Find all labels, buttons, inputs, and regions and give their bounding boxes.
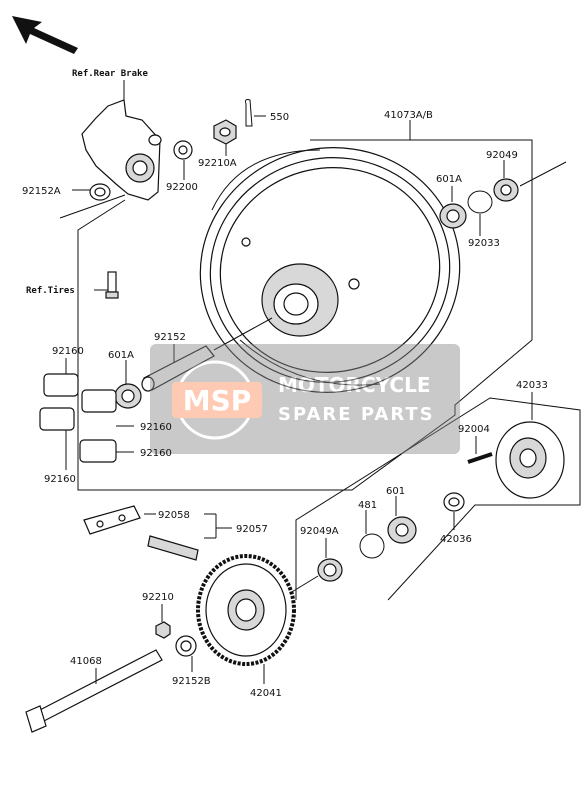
bearing-601 <box>387 516 417 544</box>
chain-adjuster-92058 <box>83 505 141 535</box>
part-label-42033: 42033 <box>516 380 548 391</box>
oil-seal-92049 <box>493 178 519 202</box>
part-label-92004: 92004 <box>458 424 490 435</box>
spacer-92152 <box>141 345 215 392</box>
washer-92200 <box>173 140 193 160</box>
collar-92152A <box>89 183 111 201</box>
part-label-92058: 92058 <box>158 510 190 521</box>
part-label-42036: 42036 <box>440 534 472 545</box>
stud-92004 <box>467 452 493 464</box>
part-label-92160-d: 92160 <box>44 474 76 485</box>
sprocket-42041 <box>196 554 296 666</box>
watermark-logo: MSP MOTORCYCLE SPARE PARTS <box>150 344 460 454</box>
leader-lines <box>65 80 533 684</box>
part-label-481: 481 <box>358 500 377 511</box>
watermark-logo-text: MSP <box>183 384 252 417</box>
nut-92210 <box>155 621 171 639</box>
part-label-92049: 92049 <box>486 150 518 161</box>
sprocket-coupling-42033 <box>495 421 565 499</box>
ref-tires-label: Ref.Tires <box>26 285 75 296</box>
axle-41068 <box>25 649 163 733</box>
part-label-92152: 92152 <box>154 332 186 343</box>
part-label-92152A: 92152A <box>22 186 61 197</box>
ref-rear-brake-label: Ref.Rear Brake <box>72 69 148 79</box>
part-label-41068: 41068 <box>70 656 102 667</box>
rear-brake-bracket <box>59 99 162 219</box>
part-label-92200: 92200 <box>166 182 198 193</box>
part-label-92057: 92057 <box>236 524 268 535</box>
cotter-pin-550 <box>245 99 253 127</box>
tire-valve <box>105 271 119 299</box>
part-label-601A-top: 601A <box>436 174 462 185</box>
part-label-601: 601 <box>386 486 405 497</box>
part-label-92152B: 92152B <box>172 676 211 687</box>
rear-wheel-41073 <box>199 147 461 393</box>
part-label-92160-a: 92160 <box>52 346 84 357</box>
part-label-550: 550 <box>270 112 289 123</box>
part-label-92049A: 92049A <box>300 526 339 537</box>
chain-92057 <box>147 535 199 561</box>
circlip-92033 <box>467 190 493 214</box>
part-label-92160-c: 92160 <box>140 448 172 459</box>
watermark-line1: MOTORCYCLE <box>278 373 430 397</box>
part-label-92210: 92210 <box>142 592 174 603</box>
watermark-line2: SPARE PARTS <box>278 404 435 425</box>
circlip-481 <box>359 533 385 559</box>
collar-92152B <box>175 635 197 657</box>
damper-set-92160 <box>39 373 117 463</box>
part-label-92033: 92033 <box>468 238 500 249</box>
bearing-601A-left <box>114 383 142 409</box>
hub-group-frame <box>295 397 581 601</box>
front-direction-arrow-icon <box>12 16 78 54</box>
axle-nut-92210A <box>213 119 237 145</box>
part-label-92160-b: 92160 <box>140 422 172 433</box>
oil-seal-92049A <box>317 558 343 582</box>
part-label-41073: 41073A/B <box>384 110 433 121</box>
bearing-601A-top <box>439 203 467 229</box>
part-label-92210A: 92210A <box>198 158 237 169</box>
part-label-42041: 42041 <box>250 688 282 699</box>
wheel-group-frame <box>77 139 533 491</box>
part-label-601A-left: 601A <box>108 350 134 361</box>
collar-42036 <box>443 492 465 512</box>
